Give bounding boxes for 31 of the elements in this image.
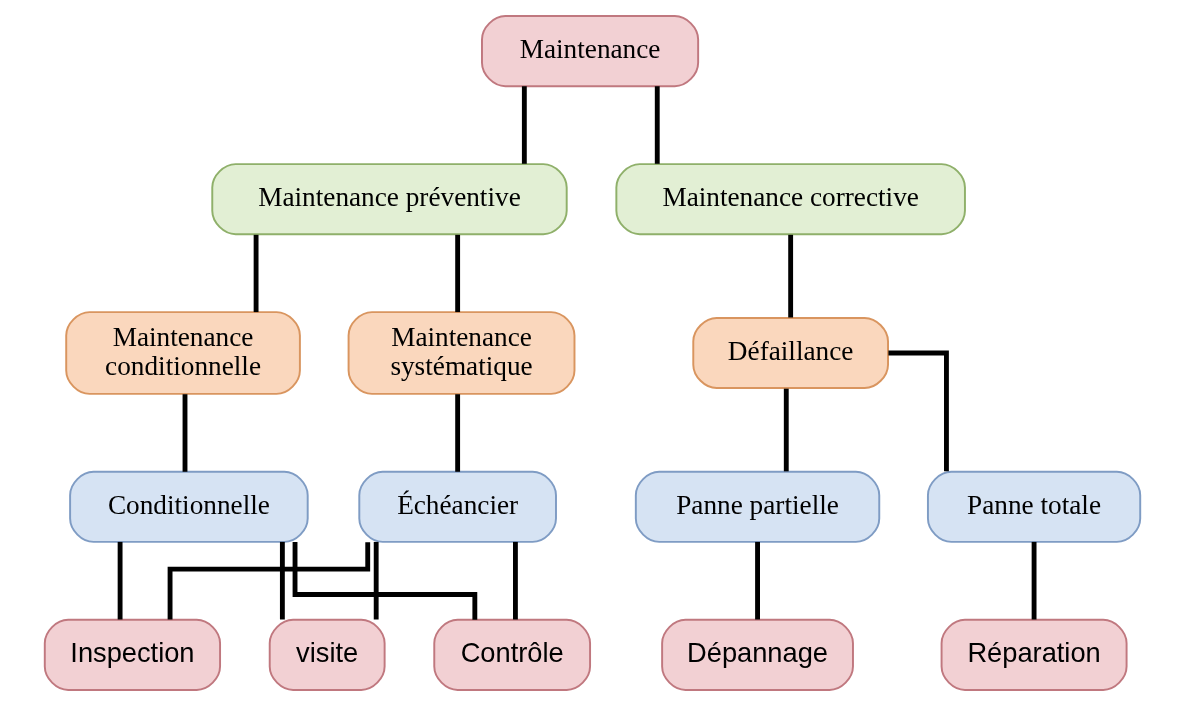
node-box: Maintenance systématique [347,311,575,395]
connector [167,542,370,620]
node-box: Conditionnelle [68,470,309,543]
node-box: visite [268,618,386,691]
connector [887,350,949,472]
connector [783,388,789,472]
connector [787,234,793,318]
connector [182,394,187,472]
node-box: Panne totale [926,470,1141,543]
connector [454,234,460,313]
connector [521,86,527,164]
node-box: Réparation [940,618,1128,691]
node-box: Contrôle [432,618,591,691]
node-box: Maintenance corrective [614,163,966,236]
node-box: Maintenance préventive [210,163,568,236]
node-box: Panne partielle [634,470,880,543]
node-box: Inspection [43,618,221,691]
connector [512,541,518,620]
connector [279,541,285,620]
connector [373,541,379,620]
connector [754,541,760,620]
node-box: Maintenance conditionnelle [64,311,301,395]
connector [253,234,258,313]
node-box: Dépannage [660,618,854,691]
connector [654,86,660,164]
node-box: Échéancier [357,470,557,543]
connector [117,541,123,620]
node-box: Maintenance [480,15,699,88]
node-box: Défaillance [691,316,889,390]
connector [454,394,460,472]
connector [1031,541,1036,620]
